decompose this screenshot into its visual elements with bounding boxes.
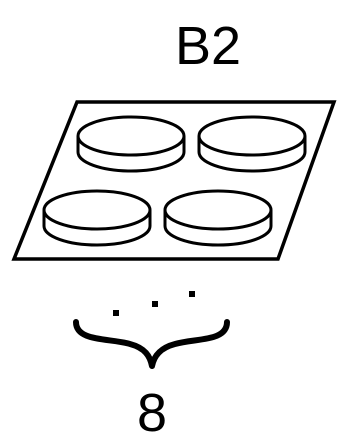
well-bottom-left	[44, 191, 150, 245]
underbrace	[76, 322, 227, 366]
continuation-dots	[113, 291, 195, 316]
plate-label: B2	[175, 16, 241, 76]
well-bottom-right	[165, 191, 271, 245]
well-top-right	[199, 117, 305, 171]
well-top-left	[78, 117, 184, 171]
count-label: 8	[137, 383, 167, 443]
